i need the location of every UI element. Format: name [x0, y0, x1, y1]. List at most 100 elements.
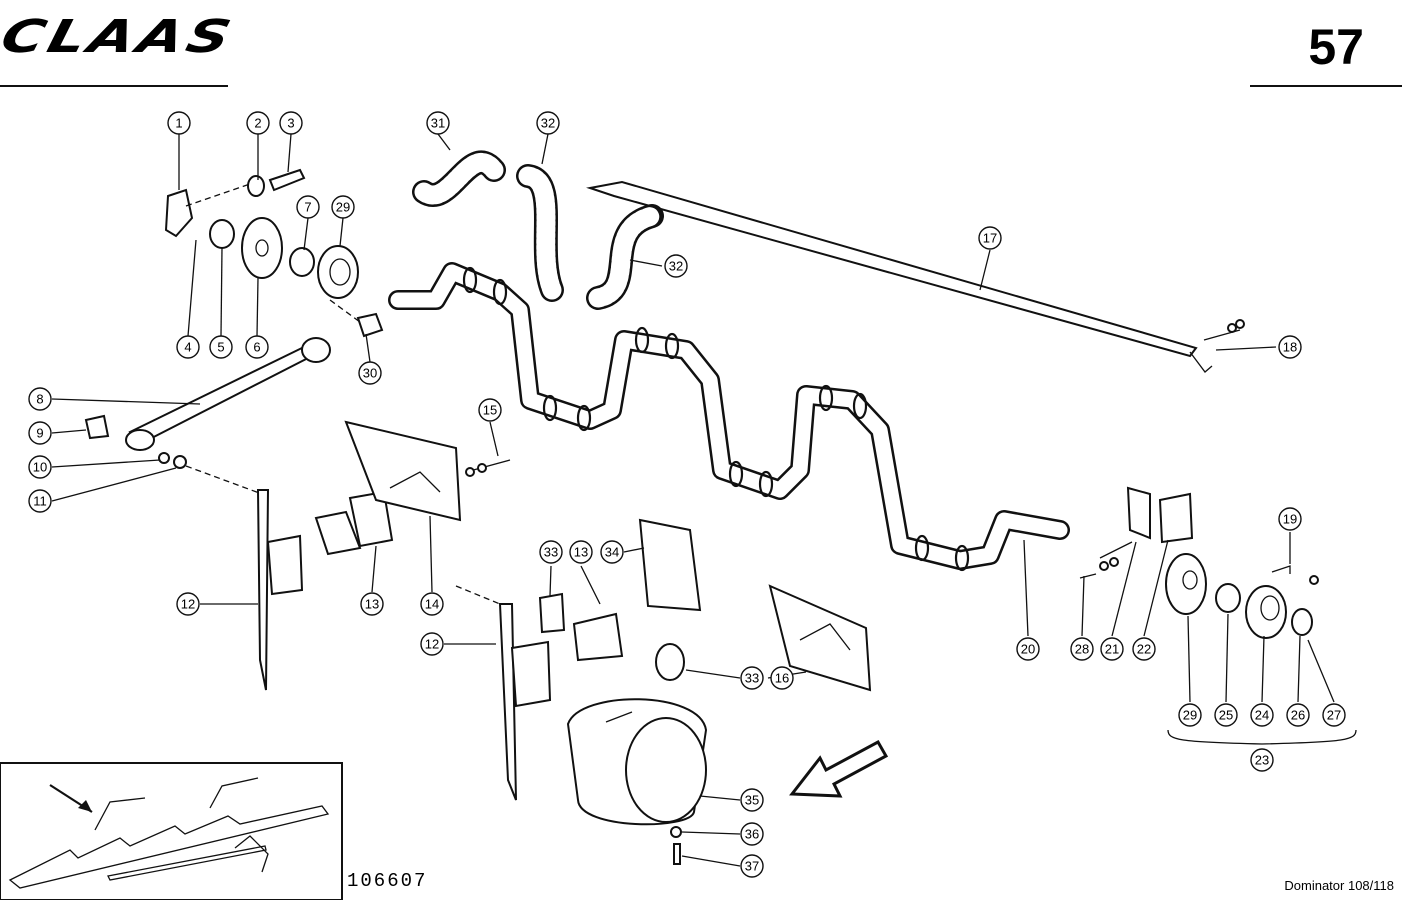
svg-text:10: 10: [33, 460, 47, 475]
svg-text:11: 11: [33, 494, 47, 509]
callout: 22: [1132, 637, 1156, 661]
inset-overview: [0, 762, 343, 900]
callout: 10: [28, 455, 52, 479]
svg-text:29: 29: [1183, 708, 1197, 723]
callout: 20: [1016, 637, 1040, 661]
svg-text:1: 1: [175, 116, 182, 131]
drawing-number: 106607: [347, 870, 428, 892]
svg-text:26: 26: [1291, 708, 1305, 723]
svg-text:32: 32: [669, 259, 683, 274]
brackets: [314, 420, 872, 692]
svg-text:33: 33: [745, 671, 759, 686]
callout: 28: [1070, 637, 1094, 661]
callout: 29: [331, 195, 355, 219]
callout: 37: [740, 854, 764, 878]
callout: 33: [740, 666, 764, 690]
svg-text:35: 35: [745, 793, 759, 808]
callout: 12: [420, 632, 444, 656]
callout: 2: [246, 111, 270, 135]
flexible-hoses: [412, 150, 664, 310]
svg-text:13: 13: [365, 597, 379, 612]
leader-lines: [51, 133, 1335, 867]
svg-text:24: 24: [1255, 708, 1269, 723]
callout: 32: [536, 111, 560, 135]
svg-text:19: 19: [1283, 512, 1297, 527]
callout: 24: [1250, 703, 1274, 727]
svg-text:36: 36: [745, 827, 759, 842]
callout: 13: [360, 592, 384, 616]
callout: 36: [740, 822, 764, 846]
svg-text:13: 13: [574, 545, 588, 560]
connecting-rod: [84, 337, 331, 495]
callout: 23: [1250, 748, 1274, 772]
svg-text:27: 27: [1327, 708, 1341, 723]
callout: 35: [740, 788, 764, 812]
svg-text:23: 23: [1255, 753, 1269, 768]
callout: 26: [1286, 703, 1310, 727]
model-label: Dominator 108/118: [1284, 878, 1394, 893]
svg-text:9: 9: [36, 426, 43, 441]
callout: 19: [1278, 507, 1302, 531]
callout: 17: [978, 226, 1002, 250]
cylinder-guard: [566, 698, 708, 865]
svg-text:20: 20: [1021, 642, 1035, 657]
svg-text:25: 25: [1219, 708, 1233, 723]
page-number: 57: [1308, 19, 1364, 75]
callout: 29: [1178, 703, 1202, 727]
svg-text:17: 17: [983, 231, 997, 246]
callout: 7: [296, 195, 320, 219]
callout: 16: [770, 666, 794, 690]
callout: 18: [1278, 335, 1302, 359]
callout: 6: [245, 335, 269, 359]
callout: 4: [176, 335, 200, 359]
right-bearing-parts: [1079, 319, 1357, 745]
callout: 21: [1100, 637, 1124, 661]
callout: 31: [426, 111, 450, 135]
callout: 13: [569, 540, 593, 564]
svg-text:12: 12: [425, 637, 439, 652]
direction-arrow: [789, 739, 889, 798]
svg-text:5: 5: [217, 340, 224, 355]
svg-text:33: 33: [544, 545, 558, 560]
svg-text:34: 34: [605, 545, 619, 560]
svg-text:31: 31: [431, 116, 445, 131]
callout: 15: [478, 398, 502, 422]
left-bearing-parts: [164, 168, 384, 338]
callout: 12: [176, 592, 200, 616]
callout: 3: [279, 111, 303, 135]
callouts: 1 2 3 7 29 4 5 6 30 8 9 10 11 31 32 32 1…: [28, 111, 1346, 878]
serpentine-tube: [388, 262, 1070, 572]
svg-text:29: 29: [336, 200, 350, 215]
callout: 8: [28, 387, 52, 411]
svg-text:12: 12: [181, 597, 195, 612]
svg-text:32: 32: [541, 116, 555, 131]
svg-text:22: 22: [1137, 642, 1151, 657]
callout: 25: [1214, 703, 1238, 727]
callout: 11: [28, 489, 52, 513]
svg-text:16: 16: [775, 671, 789, 686]
callout: 27: [1322, 703, 1346, 727]
svg-text:3: 3: [287, 116, 294, 131]
long-rod: [586, 180, 1213, 373]
svg-text:28: 28: [1075, 642, 1089, 657]
svg-text:4: 4: [184, 340, 191, 355]
svg-text:30: 30: [363, 366, 377, 381]
callout: 30: [358, 361, 382, 385]
svg-text:6: 6: [253, 340, 260, 355]
callout: 5: [209, 335, 233, 359]
knife-guards: [256, 489, 552, 801]
svg-text:7: 7: [304, 200, 311, 215]
callout: 34: [600, 540, 624, 564]
svg-text:15: 15: [483, 403, 497, 418]
svg-text:14: 14: [425, 597, 439, 612]
svg-text:2: 2: [254, 116, 261, 131]
callout: 32: [664, 254, 688, 278]
svg-text:18: 18: [1283, 340, 1297, 355]
callout: 1: [167, 111, 191, 135]
svg-text:37: 37: [745, 859, 759, 874]
svg-text:8: 8: [36, 392, 43, 407]
svg-text:21: 21: [1105, 642, 1119, 657]
callout: 33: [539, 540, 563, 564]
